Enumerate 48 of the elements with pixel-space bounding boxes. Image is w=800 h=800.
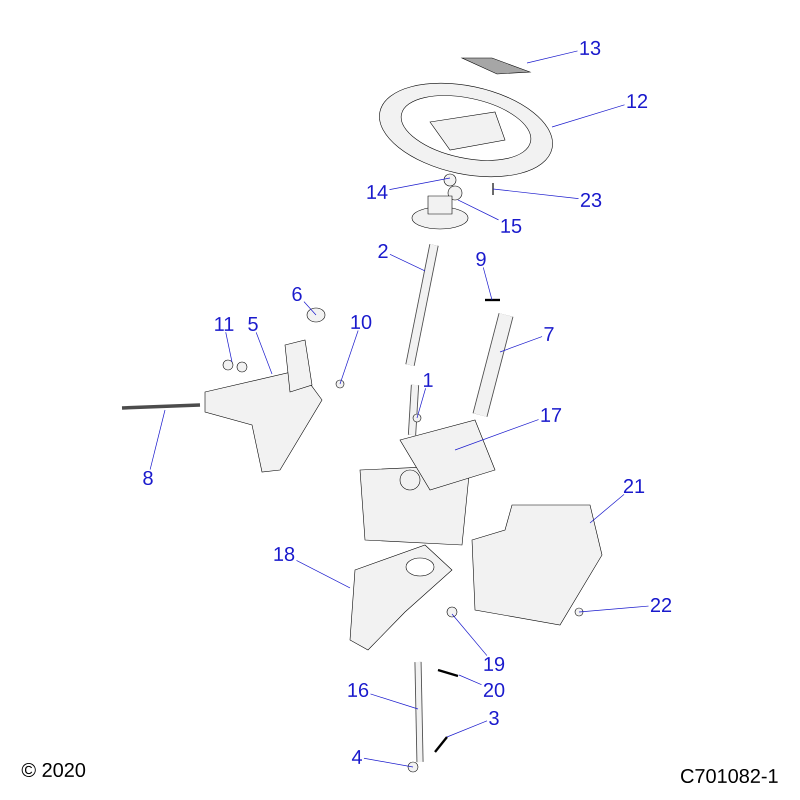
callout-number: 18 — [274, 546, 294, 562]
leader-line — [256, 332, 272, 374]
callout-number: 8 — [143, 470, 153, 486]
leader-line — [304, 301, 316, 316]
leader-line — [370, 694, 418, 710]
callout-number: 12 — [627, 94, 648, 108]
leader-line — [458, 674, 482, 685]
leader-line — [416, 388, 426, 418]
callout-number: 11 — [215, 317, 234, 331]
drawing-number: C701082-1 — [681, 768, 778, 784]
callout-number: 6 — [292, 286, 302, 302]
callout-number: 4 — [352, 750, 362, 764]
leader-line — [390, 254, 426, 272]
leader-line — [526, 50, 578, 64]
callout-number: 14 — [367, 185, 388, 199]
callout-number: 19 — [484, 656, 504, 672]
callout-number: 10 — [351, 314, 372, 330]
callout-number: 15 — [501, 219, 522, 233]
leader-line — [340, 330, 358, 384]
callout-number: 17 — [541, 408, 562, 422]
callout-number: 3 — [489, 710, 499, 726]
callout-number: 2 — [378, 244, 388, 258]
leader-line — [458, 200, 499, 220]
leader-line — [578, 606, 649, 612]
callout-number: 22 — [650, 598, 672, 612]
leader-line — [225, 332, 232, 362]
callout-number: 13 — [580, 40, 600, 56]
callout-number: 5 — [248, 317, 258, 331]
callout-number: 23 — [580, 192, 602, 208]
callout-number: 1 — [424, 373, 433, 387]
leader-line — [500, 336, 542, 352]
leader-line — [446, 720, 488, 738]
leader-line — [364, 758, 414, 768]
leader-line — [552, 104, 625, 128]
leader-line — [492, 188, 579, 199]
callout-number: 9 — [476, 252, 486, 266]
copyright-notice: © 2020 — [22, 762, 86, 778]
leader-line — [482, 267, 492, 300]
callout-number: 20 — [484, 682, 504, 698]
leader-line — [296, 560, 350, 588]
leader-line — [150, 410, 166, 470]
callout-number: 16 — [348, 682, 368, 698]
leader-line — [590, 494, 624, 524]
callout-number: 7 — [544, 327, 554, 341]
leader-line — [389, 178, 450, 190]
callout-number: 21 — [624, 479, 644, 493]
leader-line — [454, 419, 539, 450]
leader-line — [452, 614, 488, 656]
